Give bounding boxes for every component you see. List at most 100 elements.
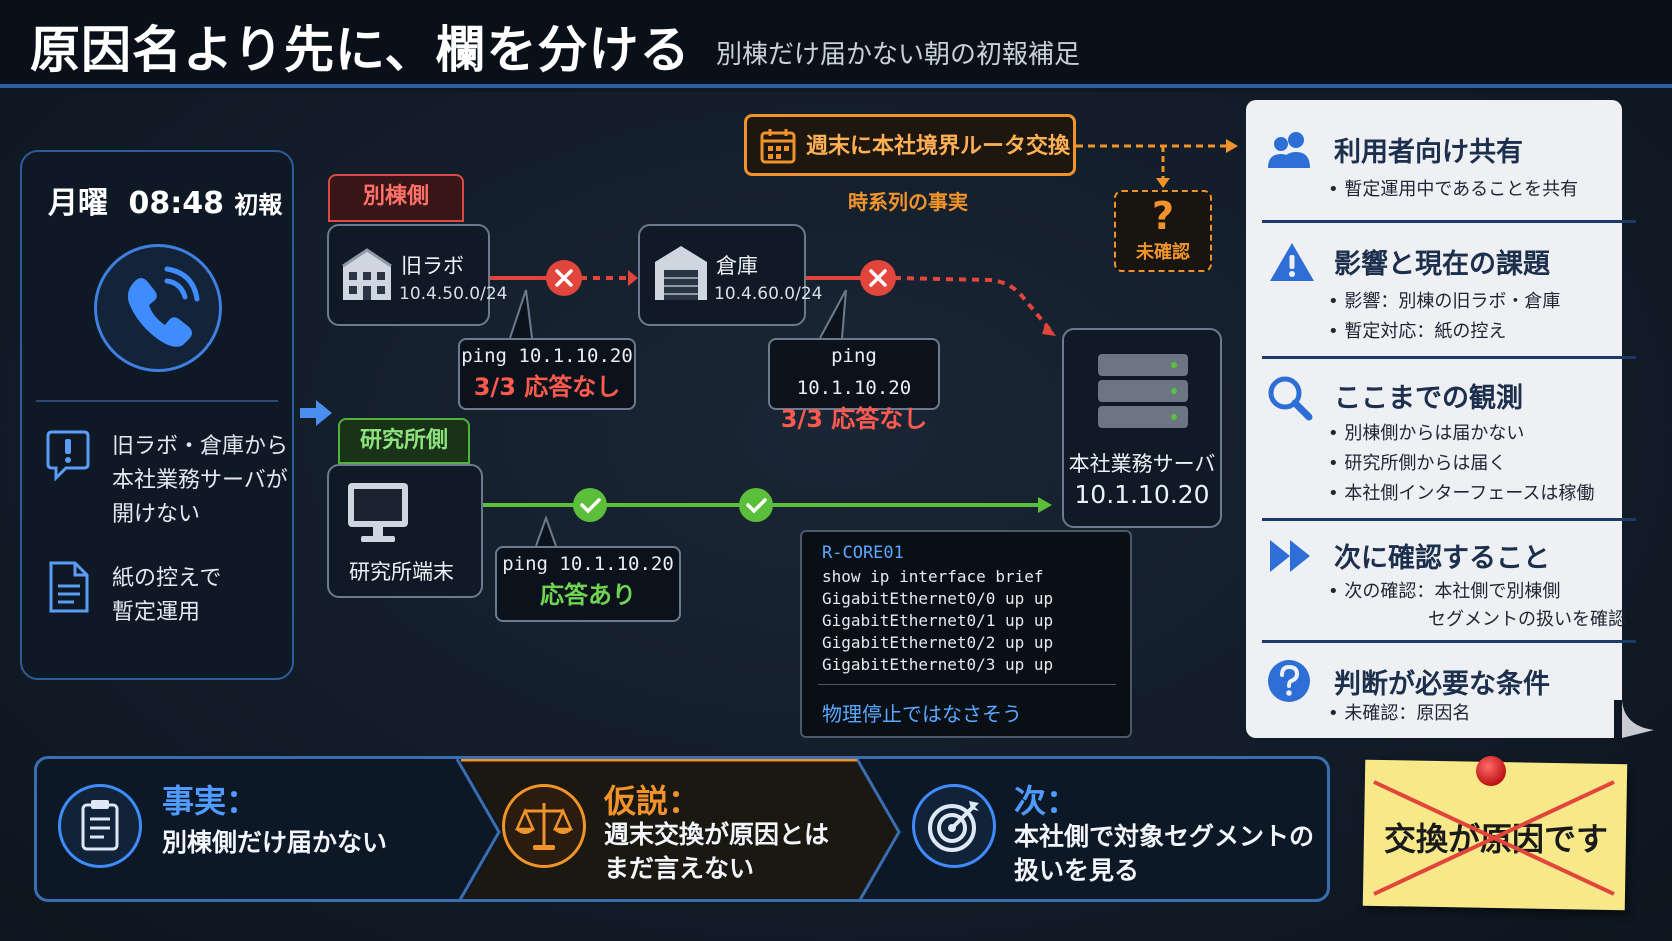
event-label: 週末に本社境界ルータ交換 [806, 134, 1071, 159]
ping-result-oldlab: ping 10.1.10.20 3/3 応答なし [458, 338, 636, 410]
ping-result-lab: ping 10.1.10.20 応答あり [495, 546, 681, 622]
issue-line: 本社業務サーバが [112, 468, 288, 493]
unconfirmed-box: ? 未確認 [1114, 190, 1212, 272]
section-item: • 次の確認：本社側で別棟側 [1328, 581, 1561, 602]
issue-line: 旧ラボ・倉庫から [112, 434, 289, 459]
section-item: • 本社側インターフェースは稼働 [1328, 483, 1595, 504]
first-report-heading: 月曜 08:48 初報 [48, 178, 282, 222]
cross-out-mark [1373, 780, 1615, 896]
warehouse-icon [652, 242, 710, 308]
console-line: GigabitEthernet0/1 up up [822, 611, 1054, 630]
server-ip: 10.1.10.20 [1074, 480, 1210, 509]
server-icon [1094, 350, 1192, 438]
workaround-line: 暫定運用 [112, 600, 201, 625]
ping-result: 応答あり [540, 581, 636, 609]
arrow-right-icon [298, 398, 334, 428]
section-item: • 未確認：原因名 [1328, 703, 1471, 724]
ping-command: ping 10.1.10.20 [461, 345, 633, 367]
fast-forward-icon [1268, 536, 1314, 582]
question-icon [1266, 658, 1312, 704]
flow-text: 扱いを見る [1014, 856, 1140, 885]
router-console: R-CORE01 show ip interface brief Gigabit… [800, 530, 1132, 738]
question-mark-icon: ? [1151, 194, 1175, 238]
section-title: ここまでの観測 [1334, 383, 1523, 414]
section-item: • 暫定運用中であることを共有 [1328, 179, 1579, 200]
card-divider [36, 400, 278, 402]
workaround-line: 紙の控えで [112, 566, 222, 591]
ping-result: 3/3 応答なし [780, 405, 928, 433]
warning-icon [1268, 240, 1314, 286]
monitor-icon [345, 480, 411, 550]
node-label: 研究所端末 [349, 560, 454, 584]
section-title: 次に確認すること [1334, 543, 1550, 574]
report-label: 初報 [234, 191, 283, 219]
phone-icon [94, 244, 222, 372]
ping-command: ping 10.1.10.20 [796, 345, 912, 399]
console-line: GigabitEthernet0/0 up up [822, 589, 1054, 608]
ping-result: 3/3 応答なし [473, 373, 621, 401]
document-icon [48, 560, 90, 618]
report-day: 月曜 [48, 186, 108, 221]
section-divider [1262, 220, 1636, 223]
scales-icon [502, 784, 586, 868]
flow-text: まだ言えない [604, 854, 755, 883]
console-divider [818, 684, 1116, 685]
flow-text: 週末交換が原因とは [604, 820, 830, 849]
workaround-text: 紙の控えで 暫定運用 [112, 562, 221, 630]
console-line: GigabitEthernet0/3 up up [822, 655, 1054, 674]
section-item: セグメントの扱いを確認 [1428, 609, 1626, 630]
clipboard-icon [58, 784, 142, 868]
first-report-card [20, 150, 294, 680]
node-subnet: 10.4.60.0/24 [714, 284, 823, 304]
section-item: • 暫定対応：紙の控え [1328, 321, 1507, 342]
node-warehouse: 倉庫 10.4.60.0/24 [638, 224, 822, 326]
section-item: • 別棟側からは届かない [1328, 423, 1525, 444]
section-divider [1262, 640, 1636, 643]
calendar-icon [759, 127, 797, 169]
section-divider [1262, 518, 1636, 521]
users-icon [1266, 128, 1312, 174]
flow-heading: 事実： [162, 782, 259, 820]
node-server: 本社業務サーバ 10.1.10.20 [1062, 328, 1222, 528]
alert-bubble-icon [46, 430, 90, 488]
section-divider [1262, 356, 1636, 359]
node-old-lab: 旧ラボ 10.4.50.0/24 [327, 224, 507, 326]
header-bar [0, 0, 1672, 88]
unconfirmed-label: 未確認 [1136, 242, 1190, 263]
console-line: show ip interface brief [822, 567, 1044, 586]
magnifier-icon [1266, 374, 1313, 421]
issue-line: 開けない [112, 502, 201, 527]
target-icon [912, 784, 996, 868]
page-subtitle: 別棟だけ届かない朝の初報補足 [716, 40, 1081, 70]
ping-result-warehouse: ping 10.1.10.20 3/3 応答なし [768, 338, 940, 433]
node-lab-pc: 研究所端末 [327, 464, 483, 598]
console-hostname: R-CORE01 [822, 543, 904, 563]
lab-side-tag: 研究所側 [338, 418, 470, 464]
ping-command: ping 10.1.10.20 [502, 553, 674, 575]
node-subnet: 10.4.50.0/24 [399, 284, 508, 304]
flow-heading: 仮説： [604, 782, 701, 820]
annex-side-tag: 別棟側 [328, 174, 464, 222]
flow-text: 別棟側だけ届かない [162, 828, 388, 857]
section-item: • 影響：別棟の旧ラボ・倉庫 [1328, 291, 1561, 312]
console-line: GigabitEthernet0/2 up up [822, 633, 1054, 652]
ok-check-icon [739, 488, 773, 522]
page-curl [1614, 700, 1654, 740]
issue-text: 旧ラボ・倉庫から 本社業務サーバが 開けない [112, 430, 288, 532]
node-label: 旧ラボ [401, 254, 464, 278]
router-swap-event [744, 114, 1076, 176]
pushpin-icon [1476, 756, 1506, 786]
server-name: 本社業務サーバ [1068, 452, 1216, 476]
section-item: • 研究所側からは届く [1328, 453, 1507, 474]
section-title: 判断が必要な条件 [1334, 669, 1550, 700]
page-title: 原因名より先に、欄を分ける [30, 21, 691, 79]
event-caption: 時系列の事実 [848, 190, 968, 214]
section-title: 利用者向け共有 [1334, 137, 1523, 168]
building-icon [339, 244, 395, 308]
ok-check-icon [573, 488, 607, 522]
flow-text: 本社側で対象セグメントの [1014, 822, 1315, 851]
console-note: 物理停止ではなさそう [822, 702, 1022, 726]
section-title: 影響と現在の課題 [1334, 249, 1550, 280]
node-label: 倉庫 [716, 254, 758, 278]
